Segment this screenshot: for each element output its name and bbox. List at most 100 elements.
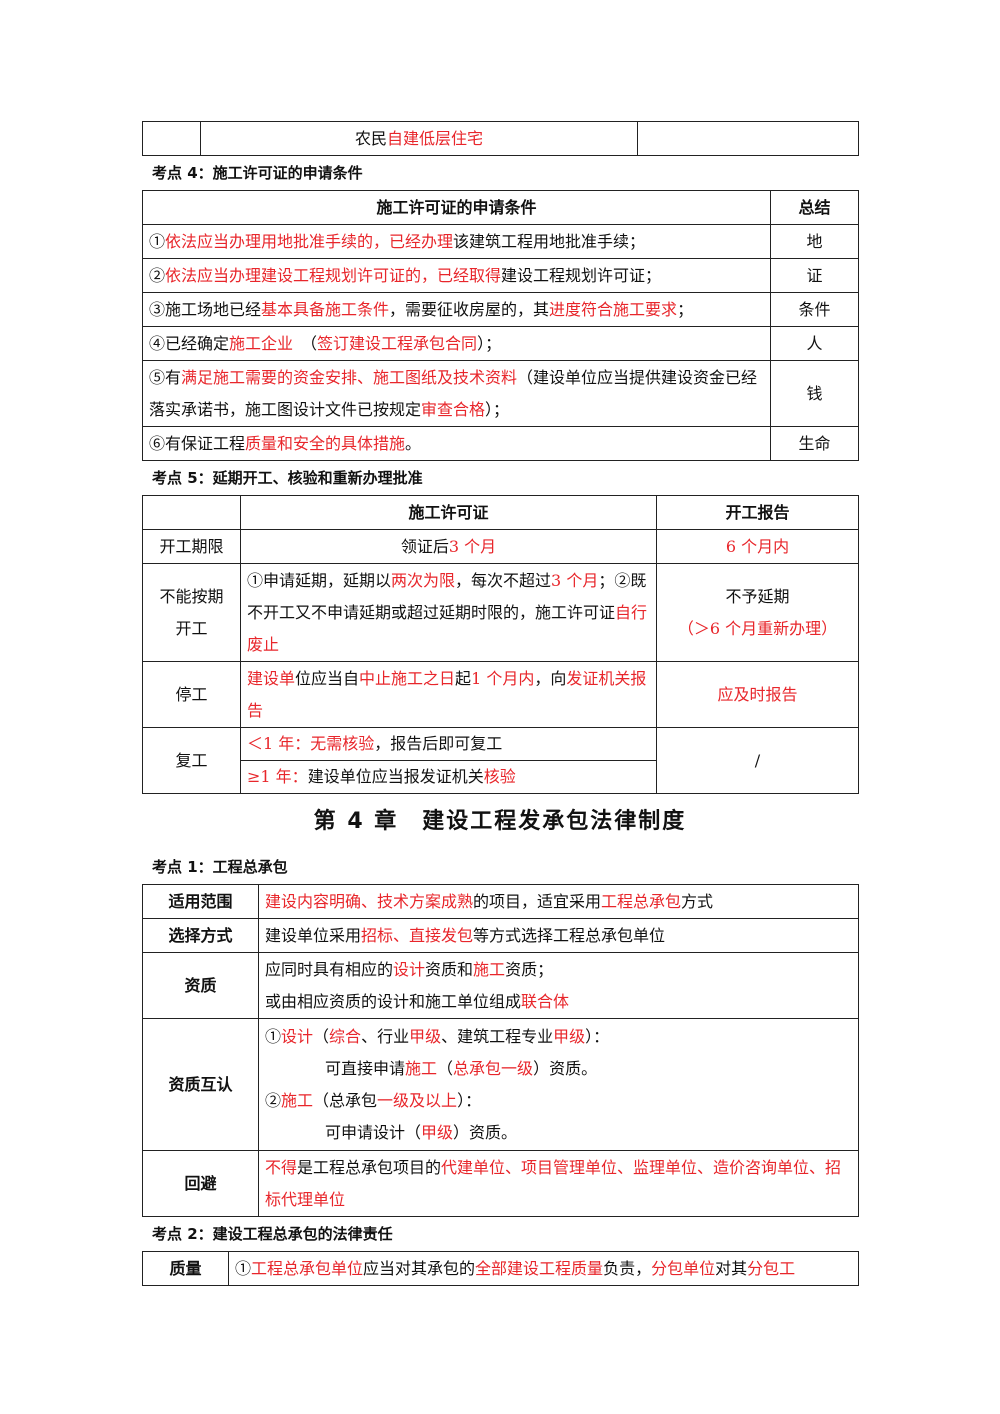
condition-cell: ⑤有满足施工需要的资金安排、施工图纸及技术资料（建设单位应当提供建设资金已经落实… xyxy=(142,360,771,427)
document-page: 农民自建低层住宅 考点 4：施工许可证的申请条件 施工许可证的申请条件 总结 ①… xyxy=(142,121,859,1286)
highlight-text: 代建单位、项目管理单位、监理单位、造价咨询单位、招标代理单位 xyxy=(265,1157,842,1209)
body-text: ③施工场地已经 xyxy=(149,299,262,319)
row-label: 资质互认 xyxy=(142,1018,259,1151)
content-line: 应同时具有相应的设计资质和施工资质； xyxy=(265,954,852,986)
summary-cell: 条件 xyxy=(770,292,859,327)
highlight-text: 建设单 xyxy=(247,668,296,688)
report-line: （＞6 个月重新办理） xyxy=(677,618,838,638)
summary-cell: 地 xyxy=(770,224,859,259)
highlight-text: 依法应当办理建设工程规划许可证的，已经取得 xyxy=(165,265,502,285)
highlight-text: 进度符合施工要求 xyxy=(549,299,678,319)
highlight-text: 自行废止 xyxy=(247,602,648,654)
highlight-text: 总承包一级 xyxy=(453,1058,534,1078)
body-text: ）： xyxy=(585,1026,610,1046)
body-text: 或由相应资质的设计和施工单位组成 xyxy=(265,991,522,1011)
body-text: 领证后 xyxy=(400,536,449,556)
general-contracting-table: 适用范围 建设内容明确、技术方案成熟的项目，适宜采用工程总承包方式 选择方式 建… xyxy=(142,884,859,1217)
body-text: 应当对其承包的 xyxy=(363,1258,476,1278)
body-text: ）资质。 xyxy=(453,1122,518,1142)
highlight-text: 一级及以上 xyxy=(377,1090,458,1110)
body-text: ，需要征收房屋的，其 xyxy=(389,299,550,319)
section-heading-4: 考点 4：施工许可证的申请条件 xyxy=(152,164,363,182)
body-text: 是工程总承包项目的 xyxy=(297,1157,442,1177)
body-text: 起 xyxy=(455,668,472,688)
body-text: ； xyxy=(677,299,694,319)
body-text: 可直接申请 xyxy=(325,1058,406,1078)
section-heading-2: 考点 2：建设工程总承包的法律责任 xyxy=(152,1225,393,1243)
highlight-text: 甲级 xyxy=(553,1026,586,1046)
row-label: 选择方式 xyxy=(142,918,259,953)
body-text: 对其 xyxy=(715,1258,748,1278)
highlight-text: 甲级 xyxy=(421,1122,454,1142)
top-fragment-table: 农民自建低层住宅 xyxy=(142,121,859,156)
row-label: 停工 xyxy=(142,661,241,728)
permit-cell: 建设单位应当自中止施工之日起1 个月内，向发证机关报告 xyxy=(240,661,657,728)
condition-cell: ④已经确定施工企业 （签订建设工程承包合同）； xyxy=(142,326,771,361)
body-text: （ xyxy=(313,1026,330,1046)
condition-cell: ①依法应当办理用地批准手续的，已经办理该建筑工程用地批准手续； xyxy=(142,224,771,259)
highlight-text: 依法应当办理用地批准手续的，已经办理 xyxy=(165,231,454,251)
content-cell: ①设计（综合、行业甲级、建筑工程专业甲级）： 可直接申请施工（总承包一级）资质。… xyxy=(258,1018,859,1151)
body-text: ）； xyxy=(477,333,502,353)
row-label: 质量 xyxy=(142,1251,229,1286)
body-text: ⑤有 xyxy=(149,367,182,387)
body-text: ② xyxy=(265,1090,282,1110)
body-text: 位应当自 xyxy=(295,668,360,688)
report-cell: / xyxy=(656,727,859,794)
chapter-title: 第 4 章 建设工程发承包法律制度 xyxy=(313,809,687,834)
empty-cell xyxy=(142,495,241,530)
content-line: 或由相应资质的设计和施工单位组成联合体 xyxy=(265,986,852,1018)
highlight-text: 施工 xyxy=(405,1058,438,1078)
highlight-text: 核验 xyxy=(483,767,516,786)
highlight-text: 自建低层住宅 xyxy=(387,128,484,148)
permit-cell: 领证后3 个月 xyxy=(240,529,657,564)
highlight-text: 不得 xyxy=(265,1157,298,1177)
content-line: ①设计（综合、行业甲级、建筑工程专业甲级）： xyxy=(265,1021,852,1053)
highlight-text: 建设内容明确、技术方案成熟 xyxy=(265,891,474,911)
liability-table: 质量 ①工程总承包单位应当对其承包的全部建设工程质量负责，分包单位对其分包工 xyxy=(142,1251,859,1286)
summary-cell: 证 xyxy=(770,258,859,293)
content-line: ②施工（总承包一级及以上）： xyxy=(265,1085,852,1117)
rich-cell: 农民自建低层住宅 xyxy=(200,121,638,156)
body-text: ① xyxy=(235,1258,252,1278)
permit-cell: ＜1 年：无需核验，报告后即可复工 xyxy=(240,727,657,761)
empty-cell xyxy=(142,121,201,156)
highlight-text: 综合 xyxy=(329,1026,362,1046)
highlight-text: 质量和安全的具体措施 xyxy=(245,433,406,453)
body-text: 建设工程规划许可证； xyxy=(501,265,662,285)
highlight-text: 审查合格 xyxy=(421,399,486,419)
body-text: （ xyxy=(437,1058,454,1078)
highlight-text: 施工 xyxy=(281,1090,314,1110)
condition-cell: ③施工场地已经基本具备施工条件，需要征收房屋的，其进度符合施工要求； xyxy=(142,292,771,327)
content-cell: ①工程总承包单位应当对其承包的全部建设工程质量负责，分包单位对其分包工 xyxy=(228,1251,859,1286)
highlight-text: ≥1 年： xyxy=(247,767,308,786)
body-text: 建设单位应当报发证机关 xyxy=(307,767,484,786)
body-text: （总承包 xyxy=(313,1090,378,1110)
highlight-text: 满足施工需要的资金安排、施工图纸及技术资料 xyxy=(181,367,518,387)
highlight-text: 设计 xyxy=(281,1026,314,1046)
permit-cell: ①申请延期，延期以两次为限，每次不超过3 个月；②既不开工又不申请延期或超过延期… xyxy=(240,563,657,662)
empty-cell xyxy=(637,121,859,156)
highlight-text: 设计 xyxy=(393,959,426,979)
body-text: 等方式选择工程总承包单位 xyxy=(473,925,666,945)
report-cell: 不予延期 （＞6 个月重新办理） xyxy=(656,563,859,662)
highlight-text: 3 个月 xyxy=(551,570,599,590)
summary-cell: 生命 xyxy=(770,426,859,461)
body-text: ⑥有保证工程 xyxy=(149,433,246,453)
body-text: （ xyxy=(293,333,318,353)
header-summary: 总结 xyxy=(770,190,859,225)
section-heading-5: 考点 5：延期开工、核验和重新办理批准 xyxy=(152,469,423,487)
body-text: ② xyxy=(149,265,166,285)
body-text: ，每次不超过 xyxy=(455,570,552,590)
body-text: ）： xyxy=(457,1090,482,1110)
body-text: 。 xyxy=(405,433,422,453)
summary-cell: 钱 xyxy=(770,360,859,427)
body-text: 资质和 xyxy=(425,959,474,979)
highlight-text: 施工企业 xyxy=(229,333,294,353)
body-text: 、建筑工程专业 xyxy=(441,1026,554,1046)
row-label: 资质 xyxy=(142,952,259,1019)
highlight-text: 全部建设工程质量 xyxy=(475,1258,604,1278)
header-permit: 施工许可证 xyxy=(240,495,657,530)
content-line: 可直接申请施工（总承包一级）资质。 xyxy=(265,1053,852,1085)
header-condition: 施工许可证的申请条件 xyxy=(142,190,771,225)
